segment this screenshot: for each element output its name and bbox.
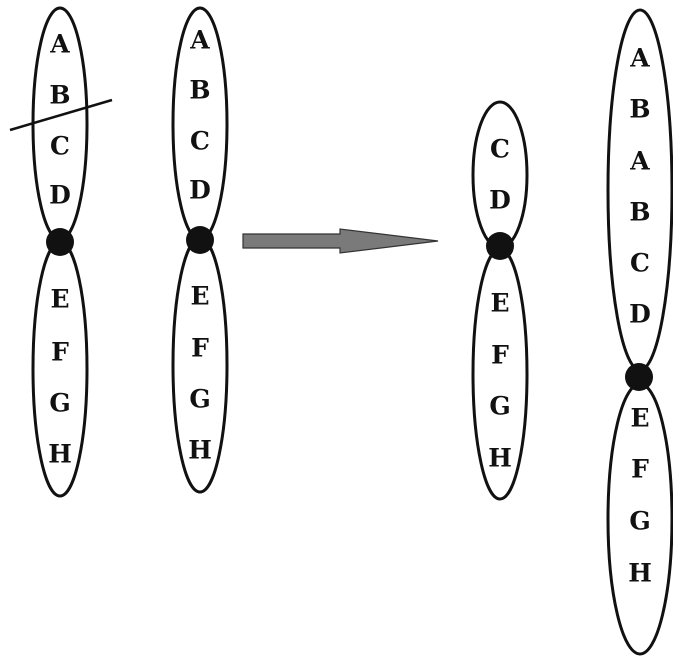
right-arrow-icon [242,228,439,254]
gene-label: B [189,76,210,105]
gene-label: D [49,181,71,210]
gene-label: D [489,186,511,215]
gene-label: G [629,507,650,536]
gene-label: H [48,440,72,469]
gene-label: E [630,404,649,433]
gene-label: H [628,559,652,588]
chromosome-2-centromere [186,226,214,254]
gene-label: A [189,26,210,55]
gene-label: H [188,436,212,465]
gene-label: F [51,338,69,367]
gene-label: D [629,300,651,329]
gene-label: C [50,132,70,161]
gene-label: B [49,81,70,110]
chromosome-2: A B C D E F G H [171,6,229,494]
chromosome-1: A B C D E F G H [9,6,113,498]
gene-label: F [491,341,509,370]
gene-label: E [50,285,69,314]
chromosome-3: C D E F G H [471,100,529,501]
gene-label: E [490,289,509,318]
chromosome-3-centromere [486,232,514,260]
gene-label: F [191,334,209,363]
gene-label: G [189,385,210,414]
chromosome-3-top-arm [471,100,529,250]
gene-label: G [49,389,70,418]
gene-label: C [190,127,210,156]
break-line [9,98,113,132]
gene-label: A [629,147,650,176]
gene-label: F [631,455,649,484]
chromosome-4: A B A B C D E F G H [606,8,673,656]
gene-label: C [630,249,650,278]
gene-label: B [629,198,650,227]
gene-label: B [629,95,650,124]
chromosome-1-centromere [46,228,74,256]
gene-label: A [629,44,650,73]
gene-label: E [190,282,209,311]
gene-label: A [49,30,70,59]
gene-label: D [189,176,211,205]
gene-label: H [488,444,512,473]
gene-label: G [489,392,510,421]
chromosome-4-centromere [625,363,653,391]
gene-label: C [490,135,510,164]
